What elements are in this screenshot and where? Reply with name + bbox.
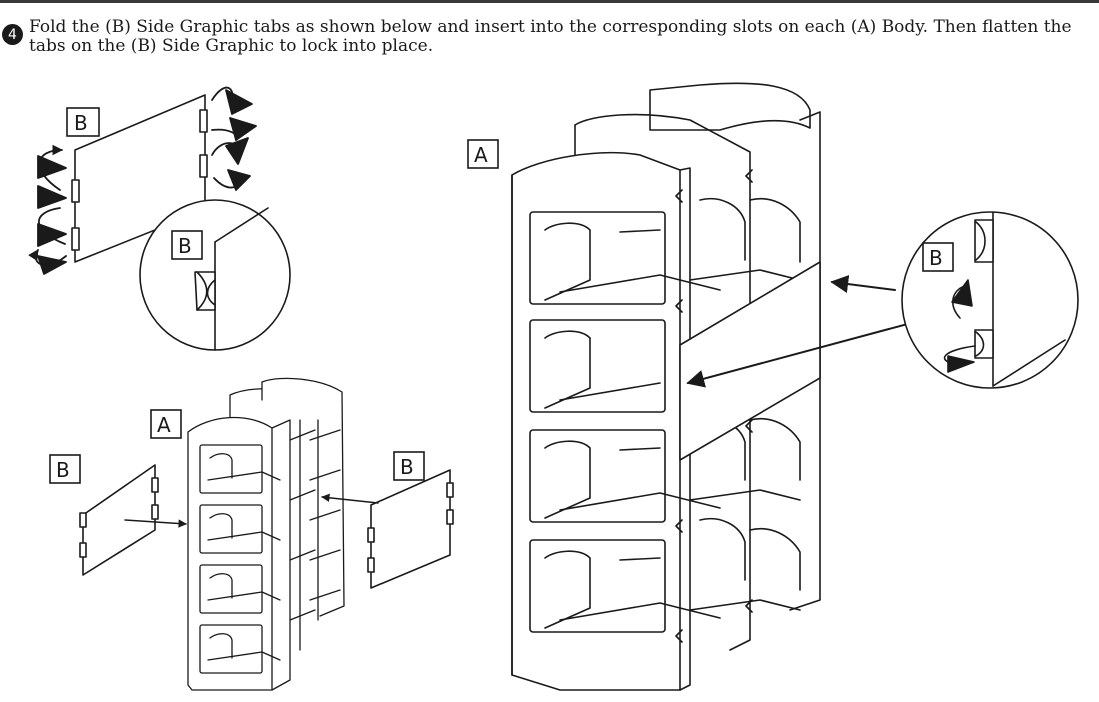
label-b-topleft: B xyxy=(66,107,100,137)
arrow-tab-slot xyxy=(686,321,916,388)
svg-text:B: B xyxy=(56,458,70,482)
svg-text:B: B xyxy=(400,455,414,479)
side-graphic-panel-installed xyxy=(679,261,821,461)
svg-text:B: B xyxy=(74,111,88,135)
step-number-badge: 4 xyxy=(2,24,23,45)
svg-text:B: B xyxy=(178,234,192,258)
step-number: 4 xyxy=(8,26,17,43)
side-graphic-panel-left xyxy=(79,464,159,576)
body-large xyxy=(511,82,821,691)
side-graphic-panel-right xyxy=(367,469,454,589)
label-b-detail-topleft: B xyxy=(171,230,203,260)
top-rule xyxy=(0,0,1099,3)
svg-text:A: A xyxy=(474,143,488,167)
arrow-tab-top xyxy=(830,275,896,293)
detail-circle-lock-tabs xyxy=(901,211,1079,389)
detail-circle-tab-slot xyxy=(139,199,291,351)
label-a-small: A xyxy=(150,409,182,439)
label-b-right-small: B xyxy=(393,451,425,481)
instruction-text: Fold the (B) Side Graphic tabs as shown … xyxy=(29,17,1072,56)
fold-arrows-right xyxy=(211,86,257,191)
body-small xyxy=(187,377,345,691)
label-b-detail-right: B xyxy=(922,242,954,272)
svg-text:A: A xyxy=(157,413,171,437)
label-b-left-small: B xyxy=(49,454,81,484)
fold-arrows-left xyxy=(28,144,67,275)
svg-text:B: B xyxy=(929,246,943,270)
label-a-large: A xyxy=(467,139,499,169)
